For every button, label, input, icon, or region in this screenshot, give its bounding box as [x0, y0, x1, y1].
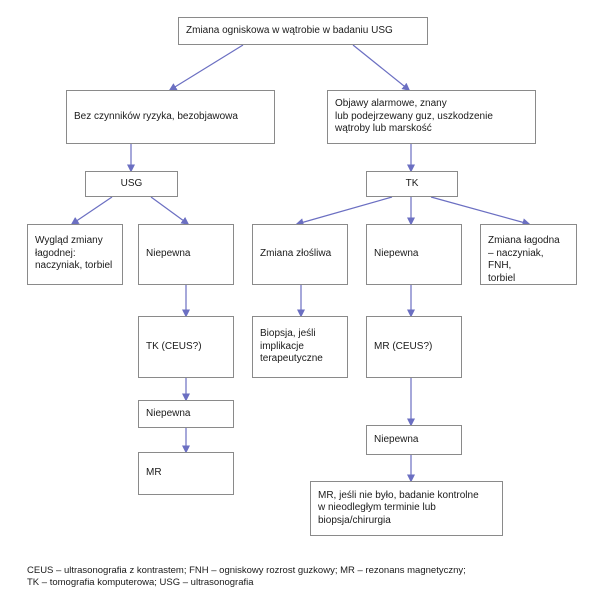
footnote-line-2: TK – tomografia komputerowa; USG – ultra… [27, 577, 254, 589]
benign-look-node: Wygląd zmiany łagodnej: naczyniak, torbi… [27, 224, 123, 285]
arrow-root-to-no-risk [168, 44, 244, 91]
no-risk-node: Bez czynników ryzyka, bezobjawowa [66, 90, 275, 144]
mr-left-node: MR [138, 452, 234, 495]
benign-right-node: Zmiana łagodna – naczyniak, FNH, torbiel [480, 224, 577, 285]
mr-final-node: MR, jeśli nie było, badanie kontrolne w … [310, 481, 503, 536]
usg-node: USG [85, 171, 178, 197]
uncertain-left-node: Niepewna [138, 224, 234, 285]
arrow-tk-to-benign-right [430, 196, 531, 227]
malignant-node: Zmiana złośliwa [252, 224, 348, 285]
arrow-tk-to-malignant [295, 196, 393, 227]
uncertain-mid2-node: Niepewna [366, 425, 462, 455]
abbreviations-footnote: CEUS – ultrasonografia z kontrastem; FNH… [27, 565, 587, 590]
tk-node: TK [366, 171, 458, 197]
biopsy-node: Biopsja, jeśli implikacje terapeutyczne [252, 316, 348, 378]
arrow-root-to-alarm [352, 44, 411, 91]
mr-ceus-node: MR (CEUS?) [366, 316, 462, 378]
uncertain-mid-node: Niepewna [366, 224, 462, 285]
uncertain-left2-node: Niepewna [138, 400, 234, 428]
tk-ceus-node: TK (CEUS?) [138, 316, 234, 378]
arrow-usg-to-benign-look [70, 196, 113, 225]
arrow-usg-to-uncertain-left [150, 196, 190, 225]
footnote-line-1: CEUS – ultrasonografia z kontrastem; FNH… [27, 565, 466, 576]
root-node: Zmiana ogniskowa w wątrobie w badaniu US… [178, 17, 428, 45]
alarm-node: Objawy alarmowe, znany lub podejrzewany … [327, 90, 536, 144]
